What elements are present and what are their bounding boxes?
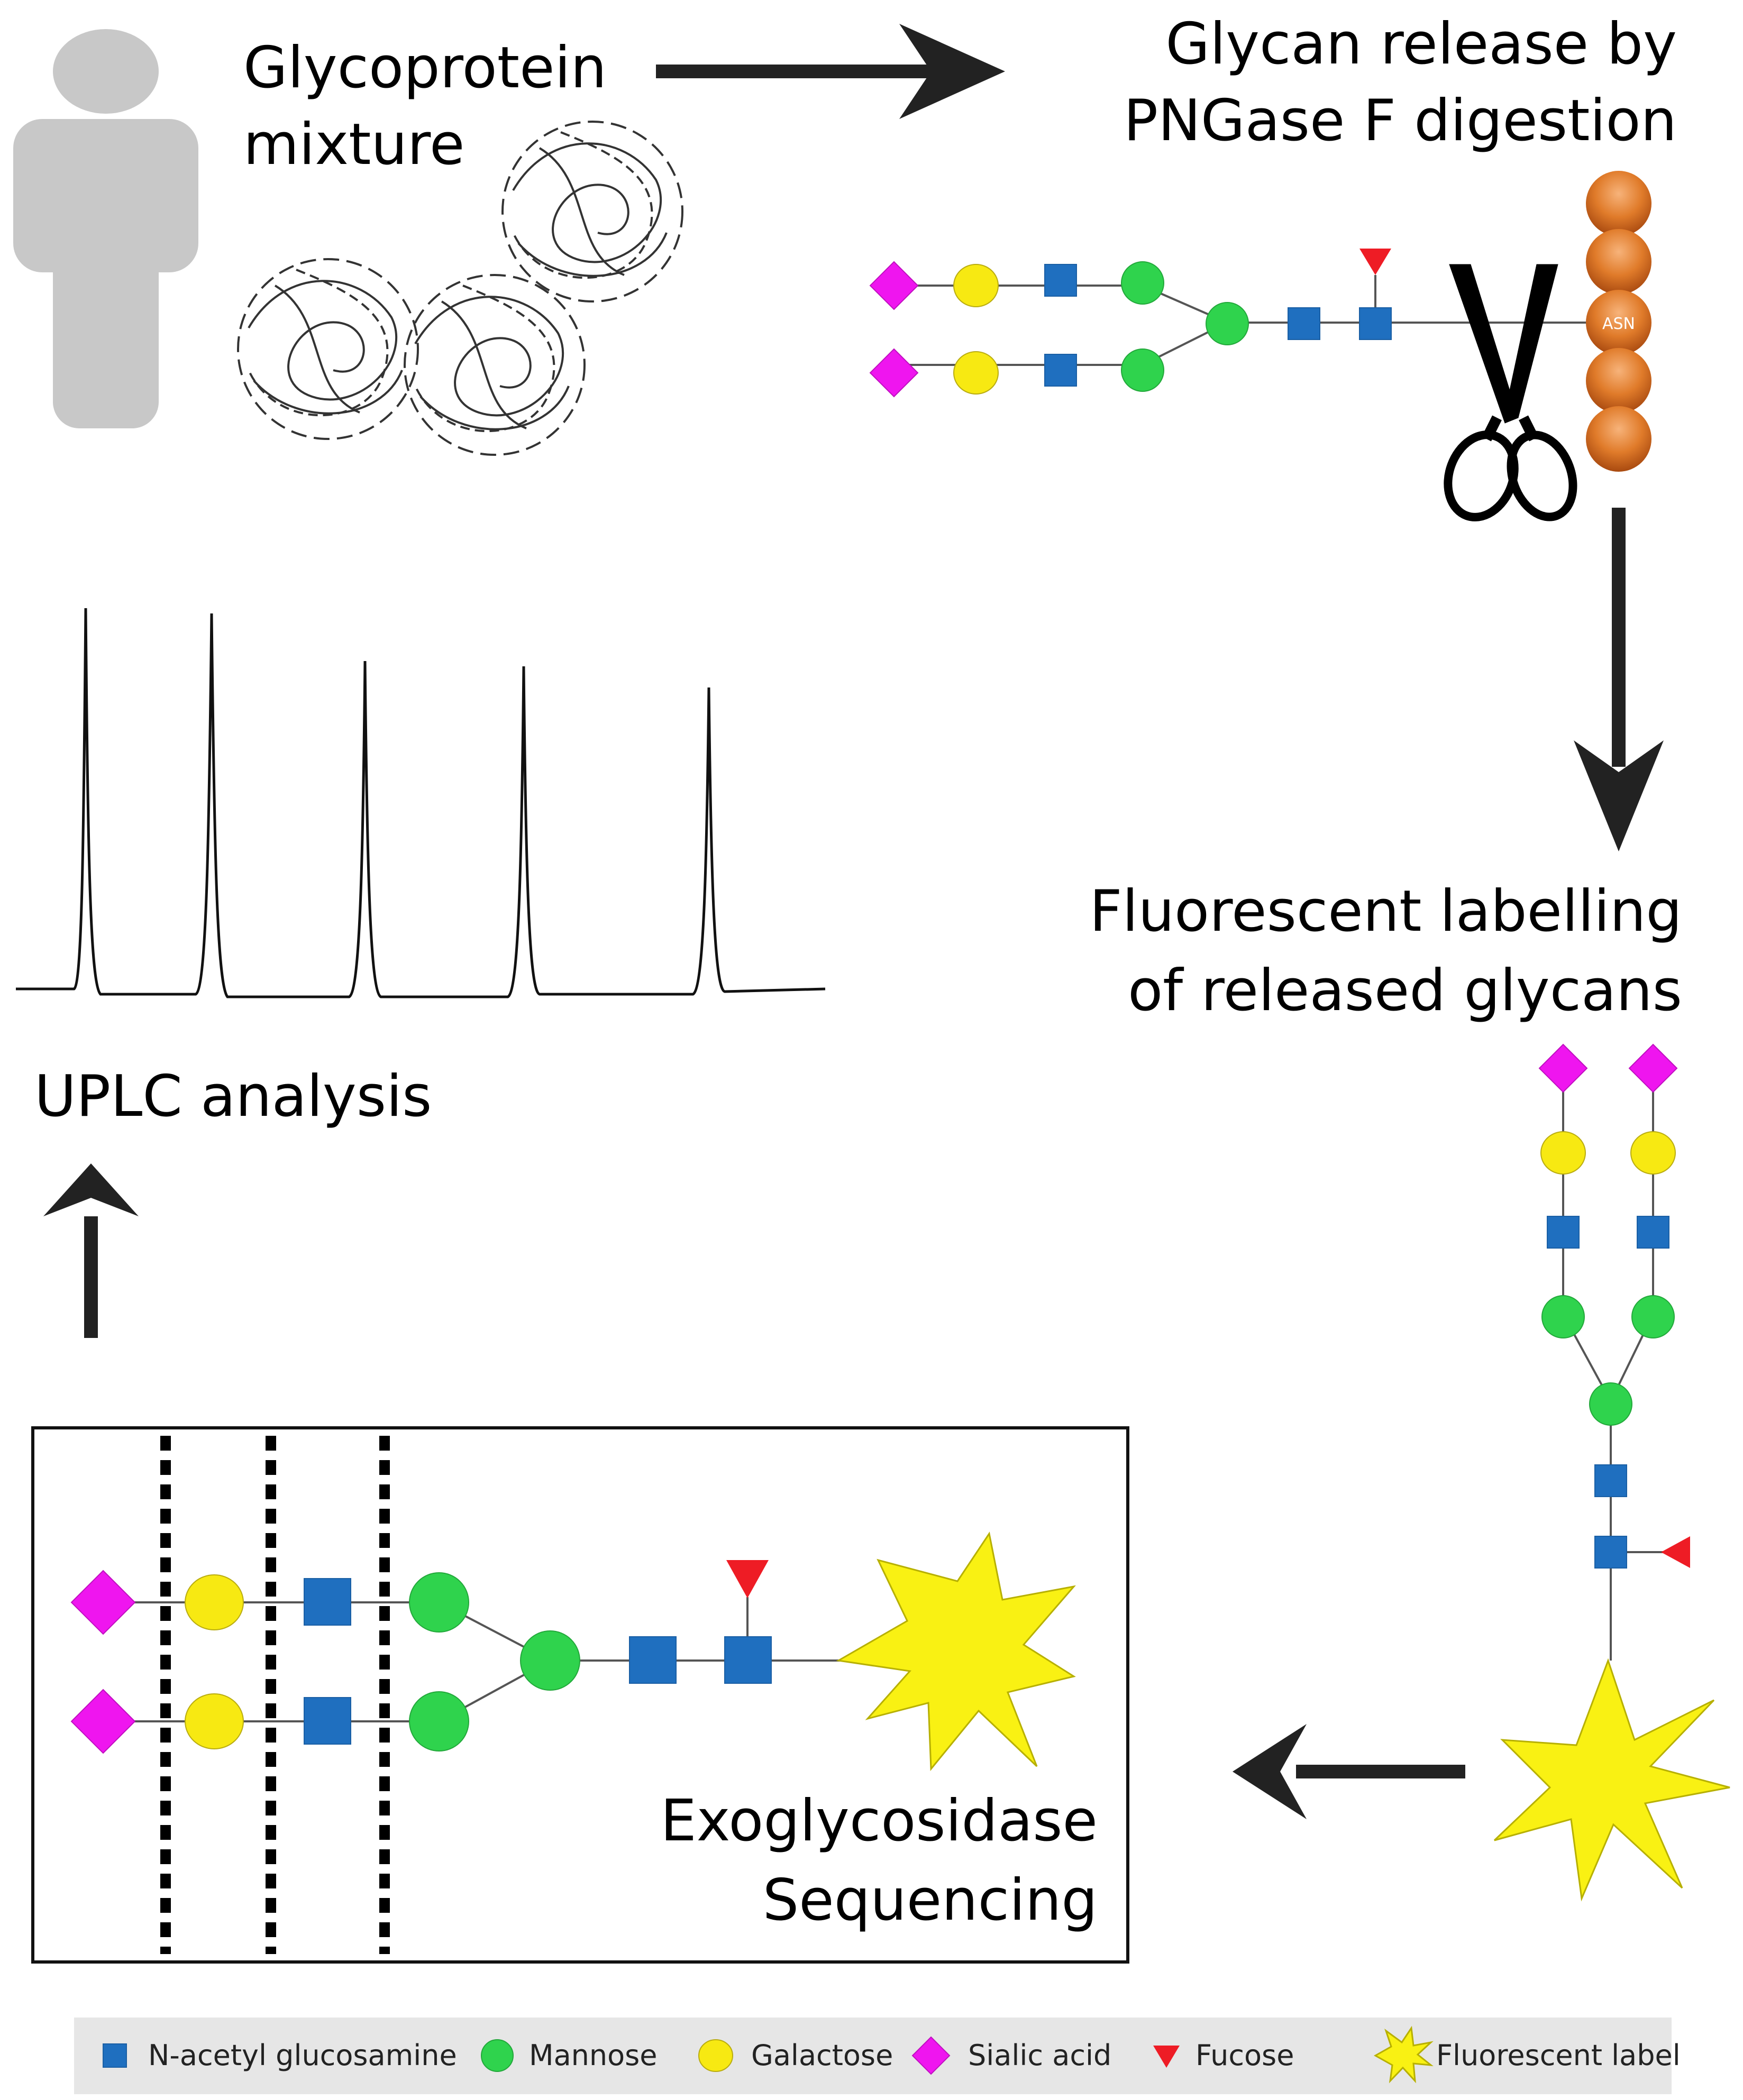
mannose-icon: [1631, 1295, 1675, 1338]
fucose-icon: [1359, 249, 1391, 275]
asn-label: ASN: [1602, 315, 1635, 333]
protein-chain: ASN: [1586, 171, 1651, 472]
mannose-icon: [1589, 1382, 1632, 1426]
attached-glycan: [870, 249, 1619, 397]
fucose-icon: [726, 1560, 769, 1598]
mannose-icon: [481, 2039, 514, 2072]
fluorescent-label-icon: [836, 1532, 1076, 1772]
sequencing-label-line1: Exoglycosidase: [660, 1788, 1098, 1854]
legend-label-sialic-acid: Sialic acid: [968, 2039, 1111, 2072]
fluorescent-label-icon: [1493, 1658, 1730, 1902]
galactose-icon: [185, 1574, 244, 1630]
n-acetyl-glucosamine-icon: [1594, 1464, 1627, 1497]
fucose-icon: [1661, 1536, 1690, 1568]
n-acetyl-glucosamine-icon: [1594, 1536, 1627, 1569]
n-acetyl-glucosamine-icon: [724, 1636, 772, 1684]
fucose-icon: [1153, 2046, 1180, 2068]
legend-label-fluorescent-label: Fluorescent label: [1436, 2039, 1681, 2072]
galactose-icon: [698, 2039, 733, 2072]
mannose-icon: [409, 1572, 469, 1633]
legend-label-galactose: Galactose: [751, 2039, 893, 2072]
legend-label-mannose: Mannose: [529, 2039, 658, 2072]
n-acetyl-glucosamine-icon: [1359, 307, 1392, 340]
galactose-icon: [185, 1693, 244, 1749]
n-acetyl-glucosamine-icon: [1547, 1216, 1580, 1249]
uplc-chromatogram: [16, 608, 826, 998]
mannose-icon: [1121, 261, 1164, 305]
mannose-icon: [520, 1630, 580, 1691]
galactose-icon: [1630, 1131, 1676, 1175]
labelled-glycan: [1493, 1044, 1730, 1902]
person-icon: [13, 29, 198, 428]
n-acetyl-glucosamine-icon: [304, 1578, 351, 1626]
sialic-acid-icon: [70, 1570, 136, 1635]
galactose-icon: [953, 351, 999, 395]
sequencing-glycan: [70, 1532, 1076, 1772]
release-label-line2: PNGase F digestion: [1124, 88, 1677, 154]
galactose-icon: [1540, 1131, 1586, 1175]
glycoprotein-label-line1: Glycoprotein: [243, 35, 607, 101]
legend-label-n-acetyl-glucosamine: N-acetyl glucosamine: [148, 2039, 457, 2072]
sialic-acid-icon: [870, 349, 918, 397]
n-acetyl-glucosamine-icon: [629, 1636, 677, 1684]
sequencing-label-line2: Sequencing: [763, 1867, 1098, 1933]
n-acetyl-glucosamine-icon: [1044, 264, 1077, 297]
arrow-up-icon: [43, 1163, 139, 1338]
fluorescent-label-icon: [1373, 2025, 1434, 2084]
mannose-icon: [1206, 302, 1249, 345]
sialic-acid-icon: [870, 261, 918, 310]
legend: N-acetyl glucosamine Mannose Galactose S…: [74, 2018, 1681, 2094]
arrow-right-icon: [656, 24, 1005, 119]
release-label-line1: Glycan release by: [1165, 11, 1677, 77]
n-acetyl-glucosamine-icon: [1288, 307, 1320, 340]
labelling-label-line2: of released glycans: [1128, 958, 1682, 1024]
cleavage-lines: [160, 1436, 390, 1954]
galactose-icon: [953, 264, 999, 307]
uplc-label: UPLC analysis: [34, 1063, 432, 1130]
arrow-left-icon: [1233, 1724, 1465, 1819]
n-acetyl-glucosamine-icon: [1044, 354, 1077, 387]
n-acetyl-glucosamine-icon: [1637, 1216, 1669, 1249]
sialic-acid-icon: [70, 1689, 136, 1754]
scissors-icon: [1444, 264, 1577, 521]
glycoprotein-label-line2: mixture: [243, 112, 464, 178]
mannose-icon: [1541, 1295, 1585, 1338]
labelling-label-line1: Fluorescent labelling: [1089, 878, 1682, 944]
sialic-acid-icon: [1539, 1044, 1587, 1093]
glycoprotein-cluster-icon: [237, 121, 683, 456]
mannose-icon: [409, 1691, 469, 1751]
mannose-icon: [1121, 349, 1164, 392]
sialic-acid-icon: [911, 2036, 951, 2075]
arrow-down-icon: [1574, 508, 1664, 851]
n-acetyl-glucosamine-icon: [304, 1697, 351, 1745]
sialic-acid-icon: [1629, 1044, 1677, 1093]
n-acetyl-glucosamine-icon: [103, 2043, 127, 2068]
legend-label-fucose: Fucose: [1196, 2039, 1294, 2072]
